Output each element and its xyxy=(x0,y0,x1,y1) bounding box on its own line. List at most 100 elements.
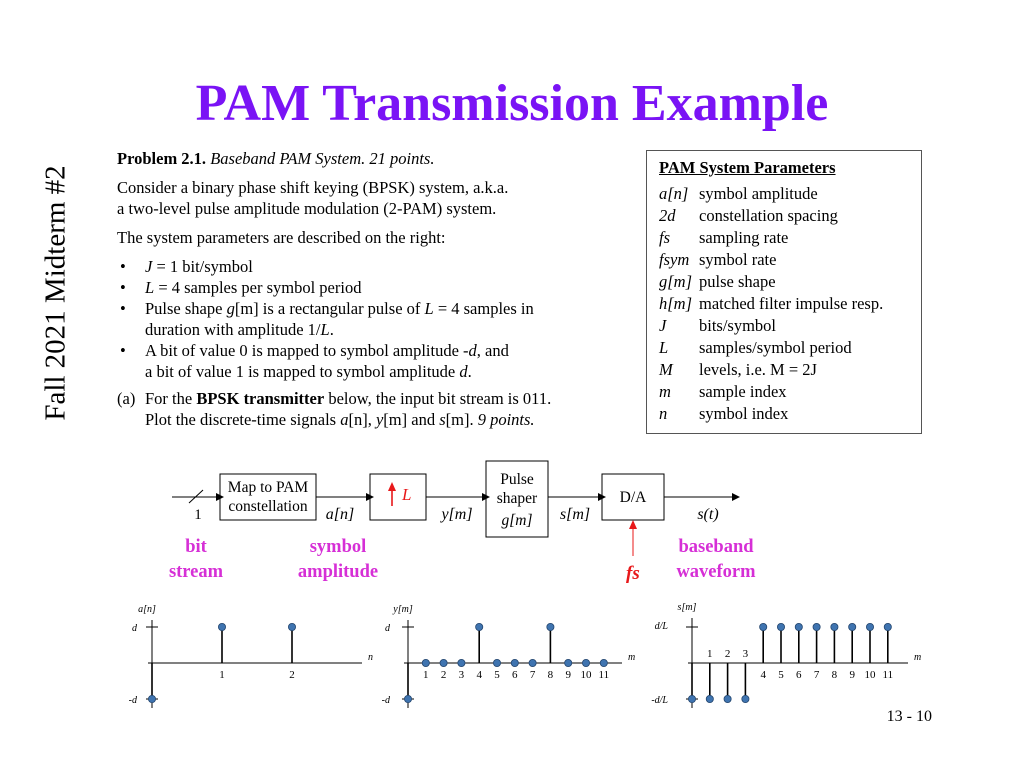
param-row: n symbol index xyxy=(659,403,921,425)
stem-marker xyxy=(759,623,768,632)
fs-label: fs xyxy=(626,563,640,584)
param-desc: levels, i.e. M = 2J xyxy=(699,360,817,379)
pulse-label-2: shaper xyxy=(497,490,538,507)
caption-base-1: baseband xyxy=(678,537,754,557)
param-desc: pulse shape xyxy=(699,272,776,291)
bullet-l: L = 4 samples per symbol period xyxy=(117,277,637,298)
stem-marker xyxy=(147,695,156,704)
x-tick-label: 5 xyxy=(778,669,784,681)
x-tick-label: 2 xyxy=(289,669,295,681)
stem-marker xyxy=(582,659,591,668)
problem-heading: Problem 2.1. Baseband PAM System. 21 poi… xyxy=(117,149,435,168)
x-axis-label: m xyxy=(628,652,635,663)
x-tick-label: 9 xyxy=(565,669,571,681)
params-box: PAM System Parameters a[n]symbol amplitu… xyxy=(646,150,922,434)
bus-slash xyxy=(188,489,204,504)
param-symbol: fsym xyxy=(659,250,690,269)
stem-marker xyxy=(777,623,786,632)
stem-marker xyxy=(883,623,892,632)
x-tick-label: 5 xyxy=(494,669,500,681)
param-symbol: J xyxy=(659,316,667,335)
pulse-label-3: g[m] xyxy=(501,512,532,529)
param-row: h[m] matched filter impulse resp. xyxy=(659,293,921,315)
x-tick-label: 11 xyxy=(883,669,894,681)
x-tick-label: 1 xyxy=(219,669,225,681)
bullet-j: J = 1 bit/symbol xyxy=(117,256,637,277)
map-label-1: Map to PAM xyxy=(228,479,309,496)
x-tick-label: 1 xyxy=(707,648,713,660)
param-desc: symbol amplitude xyxy=(699,184,818,203)
stem-marker xyxy=(866,623,875,632)
param-desc: symbol index xyxy=(699,404,789,423)
x-axis-label: m xyxy=(914,652,921,663)
y-tick-label: -d xyxy=(129,695,138,706)
param-row: a[n]symbol amplitude xyxy=(659,183,921,205)
param-desc: bits/symbol xyxy=(699,316,777,335)
stem-marker xyxy=(830,623,839,632)
sig-y-label: y[m] xyxy=(439,506,472,523)
param-symbol: n xyxy=(659,404,668,423)
bullet-list: J = 1 bit/symbol L = 4 samples per symbo… xyxy=(117,256,637,382)
slide-title: PAM Transmission Example xyxy=(195,75,829,132)
part-a: (a) For the BPSK transmitter below, the … xyxy=(117,389,552,429)
stem-marker xyxy=(546,623,555,632)
stem-marker xyxy=(848,623,857,632)
stem-marker xyxy=(475,623,484,632)
y-axis-label: a[n] xyxy=(138,604,156,615)
y-tick-label: -d xyxy=(382,695,391,706)
param-desc: constellation spacing xyxy=(699,206,838,225)
x-tick-label: 7 xyxy=(814,669,820,681)
params-heading: PAM System Parameters xyxy=(659,158,836,177)
x-tick-label: 9 xyxy=(849,669,855,681)
param-symbol: g[m] xyxy=(659,272,693,291)
x-tick-label: 3 xyxy=(743,648,749,660)
x-tick-label: 10 xyxy=(581,669,593,681)
x-tick-label: 6 xyxy=(512,669,518,681)
stem-marker xyxy=(723,695,732,704)
param-symbol: 2d xyxy=(659,206,676,225)
upsampler-block xyxy=(369,473,427,521)
param-symbol: m xyxy=(659,382,671,401)
stem-marker xyxy=(492,659,501,668)
param-symbol: M xyxy=(659,360,673,379)
da-label: D/A xyxy=(620,489,648,506)
param-row: g[m] pulse shape xyxy=(659,271,921,293)
param-row: fsym symbol rate xyxy=(659,249,921,271)
x-tick-label: 6 xyxy=(796,669,802,681)
stem-marker xyxy=(564,659,573,668)
y-tick-label: -d/L xyxy=(651,695,668,706)
x-axis-label: n xyxy=(368,652,373,663)
caption-sym-1: symbol xyxy=(310,537,367,557)
param-desc: symbol rate xyxy=(699,250,777,269)
param-symbol: L xyxy=(659,338,669,357)
x-tick-label: 2 xyxy=(441,669,447,681)
param-row: 2d constellation spacing xyxy=(659,205,921,227)
x-tick-label: 1 xyxy=(423,669,429,681)
stem-marker xyxy=(439,659,448,668)
x-tick-label: 7 xyxy=(530,669,536,681)
param-desc: matched filter impulse resp. xyxy=(699,294,884,313)
y-axis-label: y[m] xyxy=(392,604,413,615)
stem-marker xyxy=(705,695,714,704)
param-symbol: h[m] xyxy=(659,294,693,313)
param-desc: sampling rate xyxy=(699,228,789,247)
x-tick-label: 4 xyxy=(476,669,482,681)
stem-marker xyxy=(528,659,537,668)
stem-marker xyxy=(510,659,519,668)
stem-marker xyxy=(741,695,750,704)
caption-base-2: waveform xyxy=(676,562,756,582)
stem-marker xyxy=(287,623,296,632)
stem-marker xyxy=(688,695,697,704)
stem-marker xyxy=(421,659,430,668)
stem-marker xyxy=(794,623,803,632)
y-tick-label: d xyxy=(132,623,138,634)
param-row: fs sampling rate xyxy=(659,227,921,249)
param-desc: samples/symbol period xyxy=(699,338,852,357)
x-tick-label: 8 xyxy=(548,669,554,681)
param-symbol: fs xyxy=(659,228,671,247)
problem-intro: Consider a binary phase shift keying (BP… xyxy=(117,178,509,218)
